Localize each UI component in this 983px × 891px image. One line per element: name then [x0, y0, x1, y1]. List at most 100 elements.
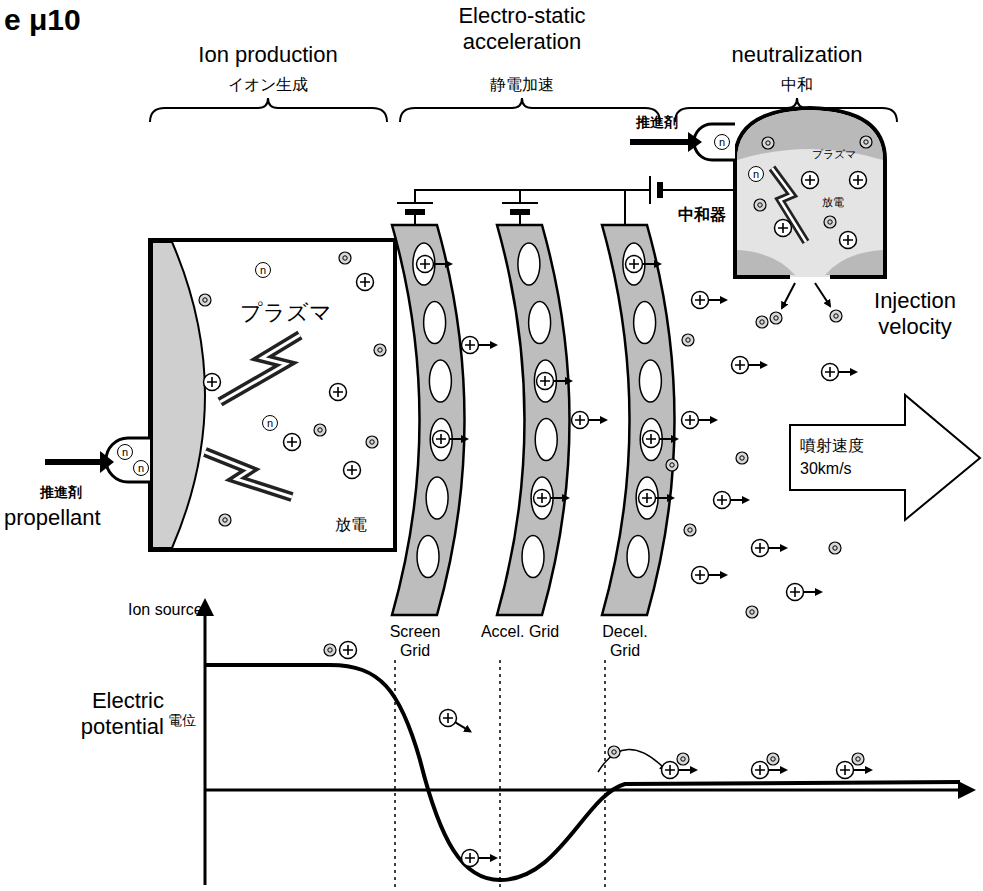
particle: [769, 769, 786, 771]
particle: [749, 364, 766, 366]
particle: [199, 294, 211, 306]
section-heading: 静電加速: [437, 75, 607, 94]
particle: [754, 199, 766, 211]
axis-label: Electric potential: [52, 688, 164, 741]
neutral-particle: n: [714, 134, 730, 150]
particle: [572, 412, 589, 429]
particle: [853, 175, 863, 185]
particle: [626, 256, 643, 273]
potential-graph: [205, 665, 960, 880]
particle: [766, 141, 770, 145]
particle: [575, 415, 585, 425]
particle: [850, 172, 867, 189]
grid-electrode: [602, 225, 675, 615]
propellant-inlet: [100, 451, 114, 473]
battery-symbol: [405, 209, 425, 215]
particle: [750, 610, 754, 614]
neutralizer: [630, 139, 690, 145]
particle: [357, 274, 374, 291]
grid-electrode: [531, 477, 553, 519]
particle: [760, 320, 764, 324]
particle: [443, 713, 453, 723]
particle: [840, 232, 857, 249]
plasma-discharge: [220, 335, 300, 402]
potential-graph: [205, 789, 962, 792]
potential-graph: [499, 660, 501, 891]
grid-electrode: [497, 225, 570, 615]
particle: [837, 762, 854, 779]
particle: [695, 295, 705, 305]
neutralizer: [737, 250, 795, 275]
particle: [440, 710, 457, 727]
neutralizer: [630, 108, 885, 277]
grid-electrode: [522, 536, 544, 578]
neutral-particle: n: [255, 262, 271, 278]
neutral-particle: n: [117, 444, 133, 460]
particle: [854, 769, 871, 771]
battery-symbol: [510, 209, 530, 215]
grid-electrode: [627, 536, 649, 578]
particle: [343, 645, 353, 655]
grid-electrode: [424, 302, 446, 344]
grid-electrode: [392, 225, 675, 615]
grid-electrode: [518, 243, 540, 285]
grid-electrode: [429, 360, 451, 402]
particle: [778, 223, 788, 233]
particle: [420, 259, 430, 269]
page-title: e μ10: [4, 2, 81, 38]
section-heading: Electro-static acceleration: [437, 3, 607, 56]
particle: [677, 753, 689, 765]
part-name: Accel. Grid: [480, 622, 560, 641]
particle: [769, 547, 786, 549]
particle: [860, 136, 872, 148]
particle: [370, 440, 374, 444]
particle: [344, 462, 361, 479]
particle: [656, 497, 673, 499]
particle: [714, 492, 731, 509]
particle: [643, 431, 660, 448]
battery-symbol: [397, 176, 660, 212]
particle: [717, 495, 727, 505]
particle: [343, 256, 347, 260]
plasma-discharge: [220, 335, 300, 402]
particle: [825, 367, 835, 377]
section-heading: 中和: [697, 75, 897, 94]
particle: [767, 753, 779, 765]
particle: [829, 542, 841, 554]
particle: [284, 434, 301, 451]
propellant-inlet: [106, 438, 150, 482]
particle: [333, 387, 343, 397]
neutral-particle: n: [262, 415, 278, 431]
particle: [479, 857, 496, 859]
particle: [804, 591, 821, 593]
particle: [287, 437, 297, 447]
particle: [314, 424, 326, 436]
particle: [856, 757, 860, 761]
power-wiring: [624, 190, 626, 228]
particle: [679, 769, 696, 771]
battery-symbol: [502, 202, 538, 204]
particle: [456, 723, 471, 732]
section-heading: Ion production: [178, 42, 358, 68]
neutralizer: [688, 132, 702, 152]
particle: [551, 497, 568, 499]
particle: [340, 642, 357, 659]
particle: [805, 175, 815, 185]
ion-source-chamber: [152, 242, 205, 548]
particle: [219, 514, 231, 526]
particle: [629, 259, 639, 269]
particle: [775, 220, 792, 237]
particle: [433, 431, 450, 448]
neutralizer: [735, 108, 885, 277]
particle: [462, 337, 479, 354]
particle: [436, 434, 446, 444]
particle: [709, 574, 726, 576]
particle: [207, 377, 217, 387]
ion-source-chamber: [150, 240, 395, 550]
particle: [770, 312, 782, 324]
particle: [752, 762, 769, 779]
neutralizer: [737, 110, 883, 160]
section-heading: neutralization: [697, 42, 897, 68]
axis-label: 電位: [168, 712, 196, 729]
particle: [666, 459, 678, 471]
